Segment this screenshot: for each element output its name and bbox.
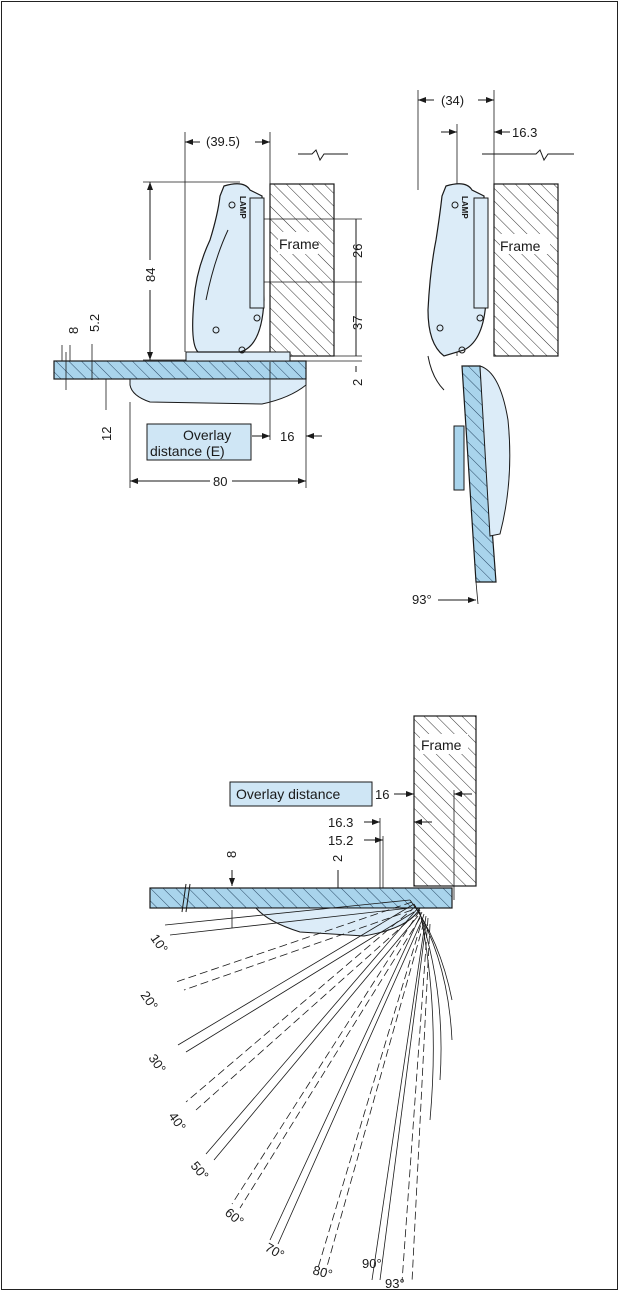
dim-16: 16 (280, 429, 294, 444)
svg-text:Overlay distance: Overlay distance (236, 786, 340, 802)
dim-34: (34) (441, 93, 464, 108)
svg-text:16.3: 16.3 (328, 815, 353, 830)
opening-angle-view: Frame Overlay distance 16 16.3 15.2 8 2 (138, 715, 477, 1291)
dim-2: 2 (350, 379, 365, 386)
svg-text:50°: 50° (188, 1158, 212, 1183)
dim-5-2: 5.2 (87, 314, 102, 332)
frame-section (269, 183, 335, 357)
svg-text:80°: 80° (311, 1262, 334, 1282)
closed-side-view: Frame LAMP (39.5) 84 (53, 132, 365, 489)
svg-text:distance (E): distance (E) (150, 443, 225, 459)
frame-label: Frame (279, 236, 320, 252)
overlay-distance-box-bottom (229, 781, 373, 807)
dim-84: 84 (143, 268, 158, 282)
dim-8: 8 (66, 327, 81, 334)
svg-text:60°: 60° (222, 1205, 247, 1229)
svg-text:Overlay: Overlay (183, 427, 231, 443)
dim-39-5: (39.5) (206, 134, 240, 149)
svg-text:15.2: 15.2 (328, 833, 353, 848)
dim-80: 80 (213, 474, 227, 489)
dim-12: 12 (99, 427, 114, 441)
door-panel-bottom (149, 887, 453, 909)
open-door-panel (461, 365, 497, 583)
svg-text:70°: 70° (263, 1240, 288, 1263)
dim-37: 37 (350, 316, 365, 330)
svg-text:Frame: Frame (500, 238, 541, 254)
dim-16-3-right: 16.3 (512, 125, 537, 140)
opening-sweep (164, 899, 453, 1283)
svg-text:10°: 10° (148, 931, 172, 956)
brand-logo: LAMP (238, 196, 247, 219)
svg-text:40°: 40° (166, 1109, 190, 1134)
svg-text:93°: 93° (385, 1276, 405, 1291)
svg-text:30°: 30° (146, 1051, 170, 1076)
frame-section-right (493, 183, 559, 357)
dim-26: 26 (350, 244, 365, 258)
angle-93: 93° (412, 592, 432, 607)
svg-text:LAMP: LAMP (460, 196, 469, 219)
overlay-distance-box (146, 423, 252, 461)
svg-text:8: 8 (224, 851, 239, 858)
svg-text:2: 2 (330, 855, 345, 862)
svg-text:16: 16 (375, 787, 389, 802)
svg-text:20°: 20° (138, 988, 162, 1013)
svg-text:90°: 90° (362, 1256, 382, 1271)
open-side-view: Frame (34) 16.3 LAMP 93° (412, 90, 574, 607)
hinge-arm (192, 183, 265, 353)
hinge-cup (129, 378, 307, 405)
svg-text:Frame: Frame (421, 737, 462, 753)
